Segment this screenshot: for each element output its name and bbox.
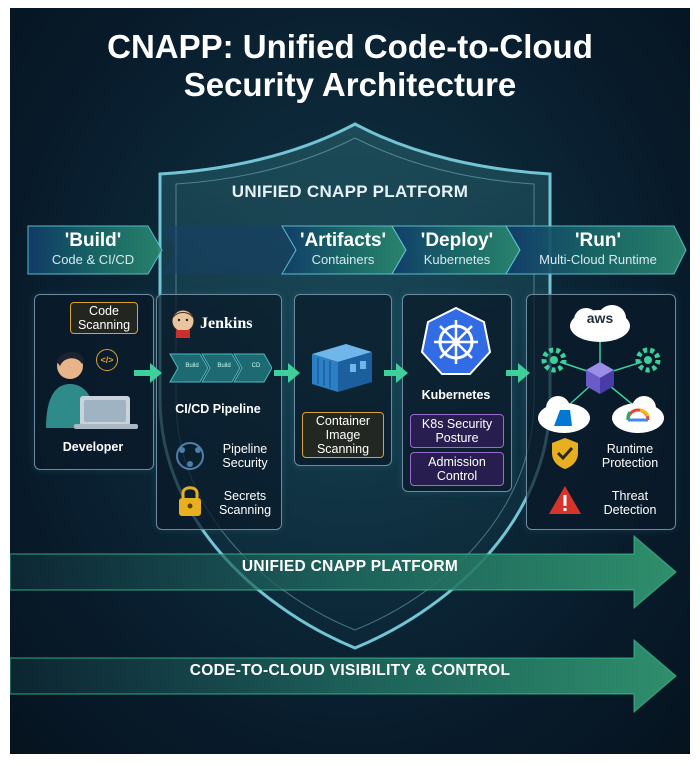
phase-artifacts: 'Artifacts' Containers [284,230,402,268]
padlock-icon [179,486,201,516]
container-scanning-label: Container Image Scanning [315,414,371,456]
pipeline-security-icon [176,442,204,470]
k8s-posture-box: K8s Security Posture [410,414,504,448]
admission-control-box: Admission Control [410,452,504,486]
band-1-label: UNIFIED CNAPP PLATFORM [241,558,459,575]
title-line-1: CNAPP: Unified Code-to-Cloud [107,28,593,65]
phase-deploy-title: 'Deploy' [420,230,494,251]
band-arrow-2 [10,638,677,714]
flow-arrow-1 [134,363,162,383]
secrets-scanning-label: Secrets Scanning [218,489,272,517]
code-scanning-box: Code Scanning [70,302,138,334]
flow-arrow-2 [274,363,300,383]
aws-cloud-icon [570,305,630,342]
multicloud-graph [538,305,664,433]
jenkins-icon [171,309,195,338]
shield-check-icon [552,438,578,469]
phase-artifacts-subtitle: Containers [311,252,375,267]
developer-avatar-icon [46,351,138,429]
kubernetes-icon [420,306,492,375]
phase-run-title: 'Run' [575,230,621,251]
cicd-pipeline-label: CI/CD Pipeline [175,402,261,416]
code-scanning-label: Code Scanning [77,304,131,332]
code-icon: </> [96,349,118,371]
band-arrow-1 [10,534,677,610]
phase-build-title: 'Build' [64,230,122,251]
aws-label: aws [586,310,614,326]
azure-cloud-icon [538,396,590,433]
phase-build: 'Build' Code & CI/CD [28,230,158,268]
k8s-posture-label: K8s Security Posture [421,417,493,445]
phase-run: 'Run' Multi-Cloud Runtime [516,230,680,268]
threat-detection-label: Threat Detection [603,489,657,517]
container-scanning-box: Container Image Scanning [302,412,384,458]
warning-icon [549,486,581,514]
pipeline-security-label: Pipeline Security [222,442,268,470]
gear-icon-2 [635,347,661,373]
flow-arrows [134,363,530,383]
phase-deploy: 'Deploy' Kubernetes [398,230,516,268]
stage-3-label: CD [251,363,261,369]
pipeline-stages [169,353,272,383]
phase-run-subtitle: Multi-Cloud Runtime [539,252,657,267]
container-icon [312,344,372,392]
admission-control-label: Admission Control [428,455,486,483]
phase-ribbon [27,225,687,275]
platform-label: UNIFIED CNAPP PLATFORM [231,182,469,201]
stage-1-label: Build [185,363,199,369]
flow-arrow-4 [506,363,530,383]
diagram-canvas: CNAPP: Unified Code-to-Cloud Security Ar… [10,8,690,754]
kubernetes-label: Kubernetes [421,388,491,402]
code-icon-text: </> [100,355,114,365]
band-2-label: CODE-TO-CLOUD VISIBILITY & CONTROL [189,662,511,679]
phase-deploy-subtitle: Kubernetes [423,252,491,267]
platform-bands [10,534,677,714]
flow-arrow-3 [384,363,408,383]
diagram-title: CNAPP: Unified Code-to-Cloud Security Ar… [10,28,690,104]
title-line-2: Security Architecture [183,66,517,103]
phase-artifacts-title: 'Artifacts' [299,230,387,251]
runtime-protection-label: Runtime Protection [601,442,659,470]
cube-icon [586,362,614,394]
phase-build-subtitle: Code & CI/CD [51,252,135,267]
stage-2-label: Build [217,363,231,369]
gear-icon [541,347,567,373]
google-cloud-icon [612,396,664,433]
developer-label: Developer [62,440,124,454]
jenkins-label: Jenkins [200,315,253,332]
